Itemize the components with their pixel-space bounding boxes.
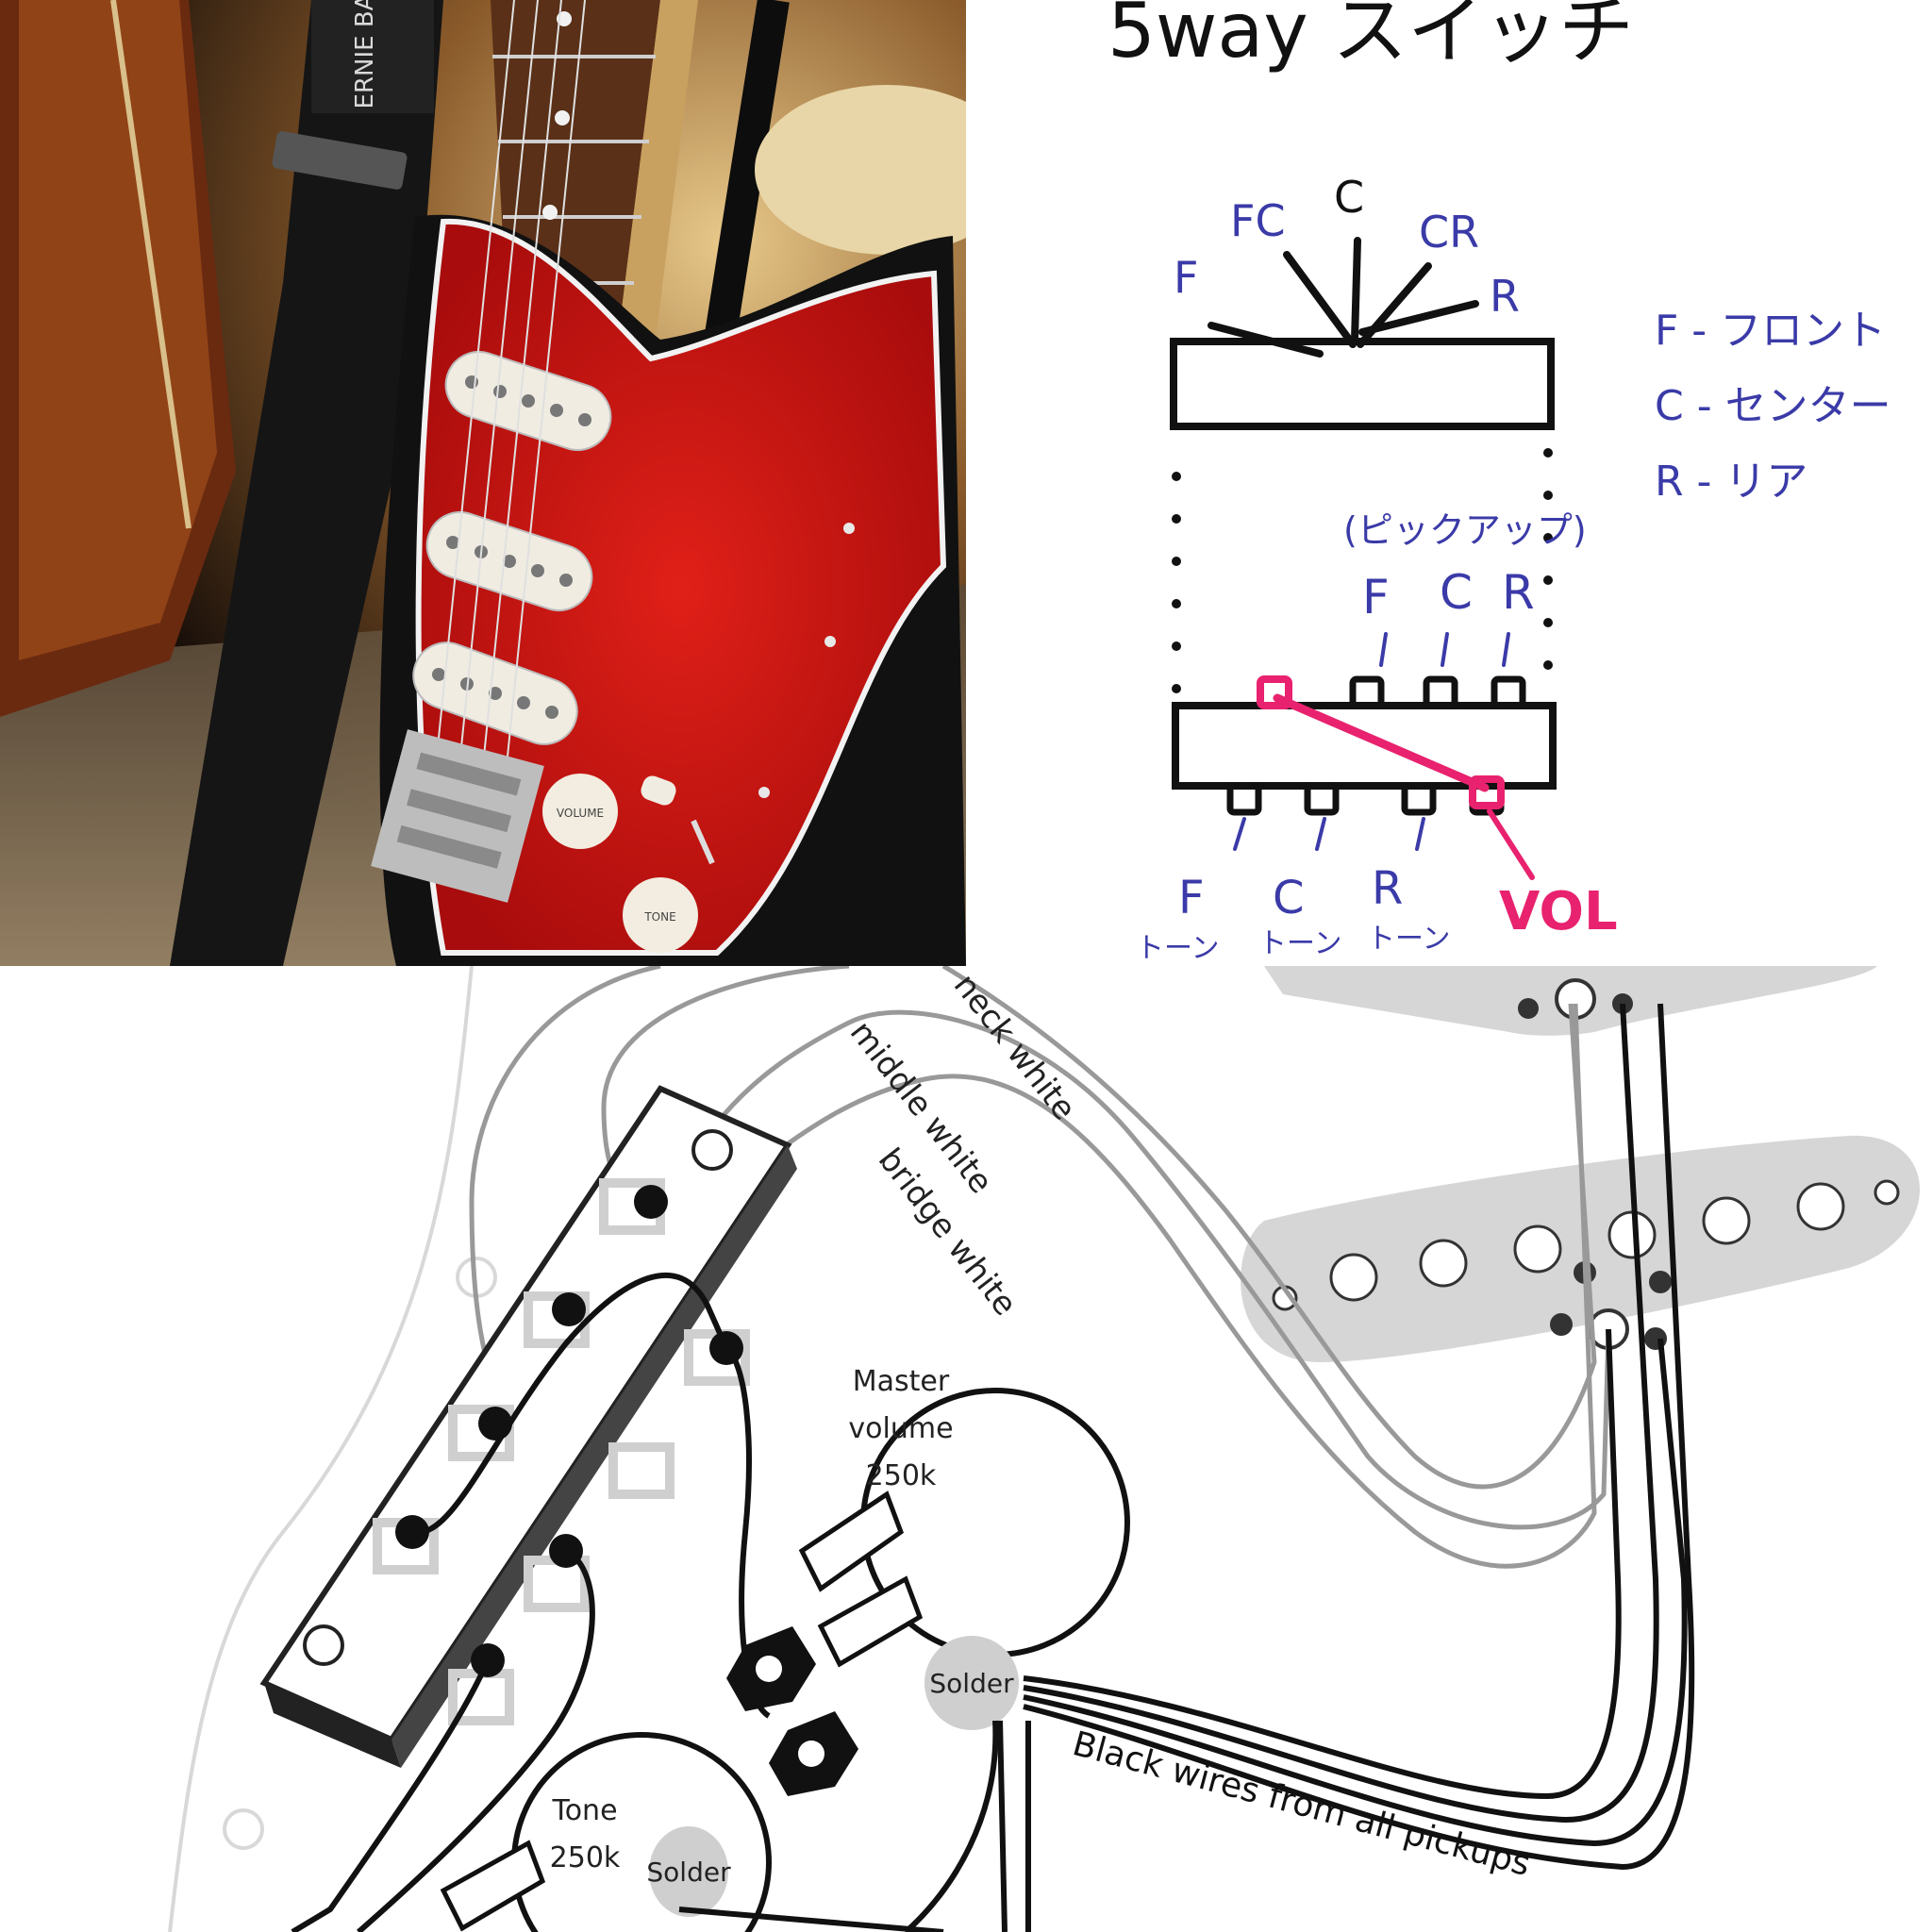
sketch-title: 5way スイッチ (1108, 0, 1634, 75)
legend-rear: R - リア (1655, 458, 1807, 506)
middle-white-wire (469, 966, 1611, 1530)
lower-label-c: C (1273, 872, 1305, 924)
lower-label-f: F (1178, 872, 1205, 924)
strap-brand-text: ERNIE BALL (351, 0, 379, 108)
switch-lug-body (1172, 702, 1557, 790)
master-volume-label-3: 250k (866, 1459, 937, 1492)
volume-solder-blob (924, 1636, 1019, 1730)
volume-solder-label: Solder (929, 1668, 1014, 1699)
lever-line-c (1351, 237, 1361, 343)
lever-label-cr: CR (1419, 207, 1479, 258)
five-way-switch-sketch: 5way スイッチ F FC C CR R F - フロント (966, 0, 1932, 966)
guitar-photo-illustration: ERNIE BALL (0, 0, 966, 966)
lower-sub-label-f: トーン (1136, 932, 1220, 965)
lower-sub-label-r: トーン (1367, 923, 1451, 956)
vol-label: VOL (1499, 881, 1618, 942)
switch-top-plate (1170, 338, 1555, 430)
wiring-diagram-drawing: neck white middle white bridge white (168, 966, 1920, 1932)
master-volume-label-1: Master (853, 1365, 950, 1398)
pickup-label-c: C (1440, 565, 1473, 620)
pickup-label-r: R (1502, 565, 1535, 620)
tone-label-2: 250k (550, 1841, 621, 1874)
middle-pickup (1241, 1135, 1920, 1362)
five-way-switch (259, 1085, 797, 1768)
volume-knob-text: VOLUME (557, 807, 604, 820)
wiring-diagram: neck white middle white bridge white (0, 966, 1932, 1932)
lever-label-r: R (1490, 271, 1520, 322)
jumper-wire (1273, 693, 1490, 792)
tone-solder-label: Solder (646, 1857, 731, 1888)
lever-line-r (1358, 300, 1479, 336)
lever-line-fc (1283, 251, 1357, 348)
lever-label-f: F (1174, 252, 1198, 303)
legend-center: C - センター (1655, 382, 1891, 430)
pickup-caption: (ピックアップ) (1343, 509, 1587, 551)
lower-label-r: R (1372, 862, 1403, 915)
tone-solder-blob (649, 1826, 728, 1917)
guitar-photo: ERNIE BALL (0, 0, 966, 966)
lever-label-fc: FC (1230, 195, 1286, 246)
tone-knob-text: TONE (643, 910, 675, 924)
switch-sketch-drawing: 5way スイッチ F FC C CR R F - フロント (1108, 0, 1891, 965)
legend-front: F - フロント (1655, 307, 1886, 355)
tone-label-1: Tone (551, 1794, 617, 1827)
pickup-label-f: F (1362, 570, 1390, 625)
master-volume-label-2: volume (848, 1412, 953, 1445)
lever-label-c: C (1334, 172, 1364, 223)
bridge-white-wire (601, 966, 1597, 1569)
lower-sub-label-c: トーン (1258, 927, 1342, 960)
tone-pot (511, 1732, 772, 1932)
pickguard-outline (168, 966, 474, 1932)
